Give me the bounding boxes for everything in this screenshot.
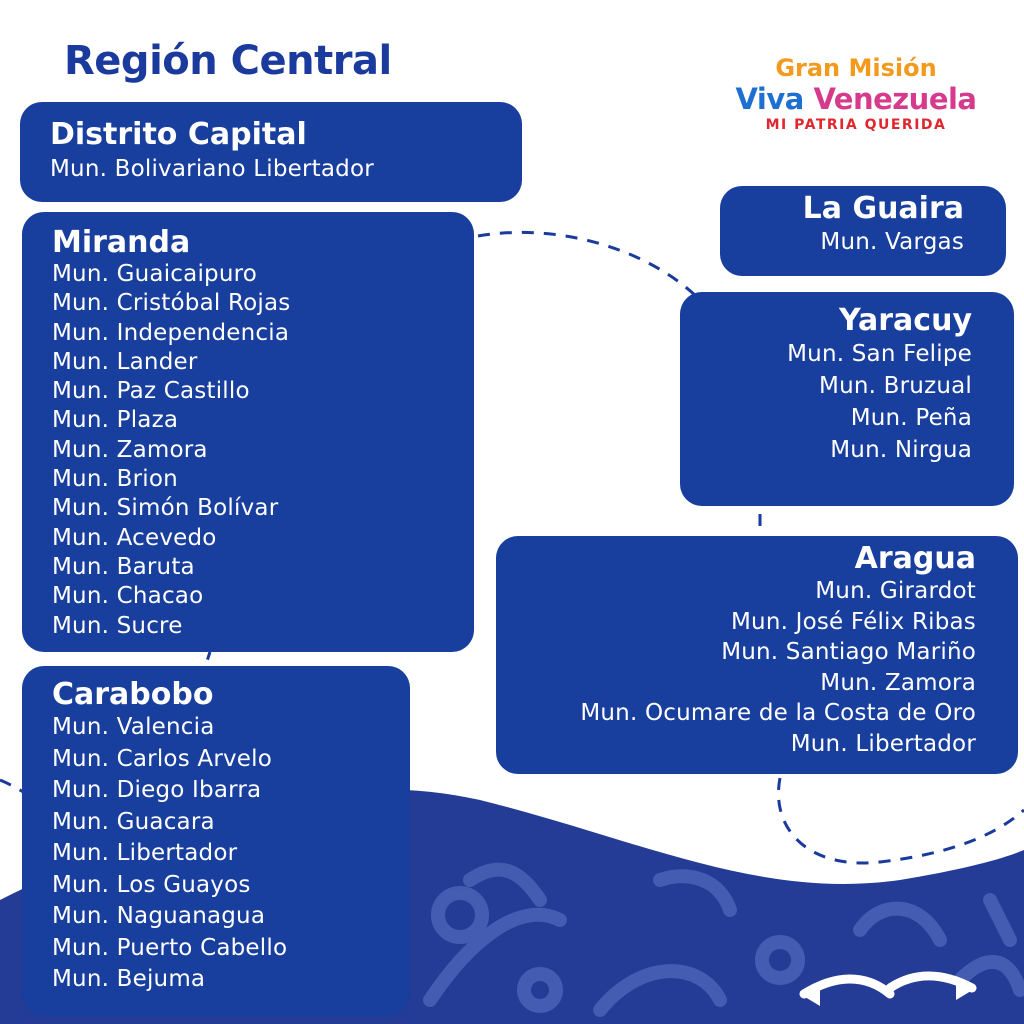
- swap-arrows-icon[interactable]: [796, 966, 980, 1010]
- municipality-item: Mun. Plaza: [52, 407, 179, 434]
- municipality-item: Mun. Baruta: [52, 553, 195, 580]
- card-distrito-capital: Distrito Capital Mun. Bolivariano Libert…: [20, 102, 522, 202]
- card-yaracuy: Yaracuy Mun. San Felipe Mun. Bruzual Mun…: [680, 292, 1014, 506]
- municipality-list: Mun. San Felipe Mun. Bruzual Mun. Peña M…: [700, 338, 972, 466]
- municipality-item: Mun. Acevedo: [52, 524, 217, 551]
- logo-line2: Viva Venezuela: [728, 82, 984, 116]
- municipality-item: Mun. Lander: [52, 348, 198, 375]
- card-aragua: Aragua Mun. Girardot Mun. José Félix Rib…: [496, 536, 1018, 774]
- municipality-item: Mun. Bruzual: [819, 373, 972, 399]
- card-carabobo: Carabobo Mun. Valencia Mun. Carlos Arvel…: [22, 666, 410, 1016]
- municipality-item: Mun. Ocumare de la Costa de Oro: [580, 700, 976, 726]
- municipality-list: Mun. Girardot Mun. José Félix Ribas Mun.…: [516, 576, 976, 759]
- card-la-guaira: La Guaira Mun. Vargas: [720, 186, 1006, 276]
- municipality-item: Mun. Guaicaipuro: [52, 261, 258, 287]
- municipality-item: Mun. Zamora: [820, 669, 976, 696]
- municipality-item: Mun. San Felipe: [787, 341, 972, 367]
- municipality-item: Mun. Peña: [850, 405, 972, 431]
- municipality-item: Mun. Nirgua: [830, 437, 972, 463]
- municipality-item: Mun. Cristóbal Rojas: [52, 290, 291, 317]
- municipality-item: Mun. Chacao: [52, 583, 204, 610]
- municipality-item: Mun. Paz Castillo: [52, 378, 250, 405]
- municipality-item: Mun. Girardot: [815, 578, 976, 604]
- municipality-item: Mun. Bejuma: [52, 966, 206, 992]
- municipality-item: Mun. Libertador: [790, 730, 976, 757]
- municipality-item: Mun. José Félix Ribas: [731, 608, 976, 635]
- municipality-item: Mun. Bolivariano Libertador: [50, 156, 374, 182]
- region-name: Yaracuy: [839, 303, 972, 338]
- gran-mision-logo: Gran Misión Viva Venezuela MI PATRIA QUE…: [728, 54, 984, 144]
- municipality-item: Mun. Santiago Mariño: [721, 639, 976, 665]
- municipality-item: Mun. Puerto Cabello: [52, 934, 288, 961]
- region-name: Miranda: [52, 225, 191, 260]
- municipality-item: Mun. Simón Bolívar: [52, 495, 279, 522]
- municipality-item: Mun. Valencia: [52, 714, 215, 740]
- municipality-item: Mun. Diego Ibarra: [52, 777, 262, 803]
- municipality-item: Mun. Independencia: [52, 319, 290, 346]
- municipality-item: Mun. Naguanagua: [52, 903, 266, 929]
- municipality-item: Mun. Los Guayos: [52, 871, 251, 898]
- municipality-list: Mun. Valencia Mun. Carlos Arvelo Mun. Di…: [52, 712, 380, 996]
- municipality-item: Mun. Zamora: [52, 436, 208, 463]
- municipality-list: Mun. Guaicaipuro Mun. Cristóbal Rojas Mu…: [52, 260, 444, 641]
- page-title: Región Central: [64, 38, 392, 84]
- municipality-item: Mun. Carlos Arvelo: [52, 745, 272, 772]
- municipality-list: Mun. Vargas: [740, 226, 964, 258]
- municipality-item: Mun. Sucre: [52, 612, 183, 639]
- region-name: Carabobo: [52, 677, 214, 712]
- region-name: La Guaira: [802, 191, 964, 226]
- dashed-connector: [477, 230, 702, 302]
- municipality-item: Mun. Brion: [52, 466, 178, 493]
- card-miranda: Miranda Mun. Guaicaipuro Mun. Cristóbal …: [22, 212, 474, 652]
- municipality-list: Mun. Bolivariano Libertador: [50, 152, 492, 186]
- logo-word-viva: Viva: [735, 82, 804, 116]
- logo-line1: Gran Misión: [775, 54, 937, 82]
- municipality-item: Mun. Guacara: [52, 808, 215, 835]
- municipality-item: Mun. Libertador: [52, 840, 238, 866]
- municipality-item: Mun. Vargas: [820, 229, 964, 255]
- dashed-connector: [777, 777, 1024, 865]
- dashed-connector: [204, 651, 212, 665]
- region-name: Aragua: [854, 541, 976, 576]
- logo-word-venezuela: Venezuela: [813, 82, 977, 116]
- region-name: Distrito Capital: [50, 117, 307, 152]
- logo-line3: MI PATRIA QUERIDA: [765, 117, 947, 133]
